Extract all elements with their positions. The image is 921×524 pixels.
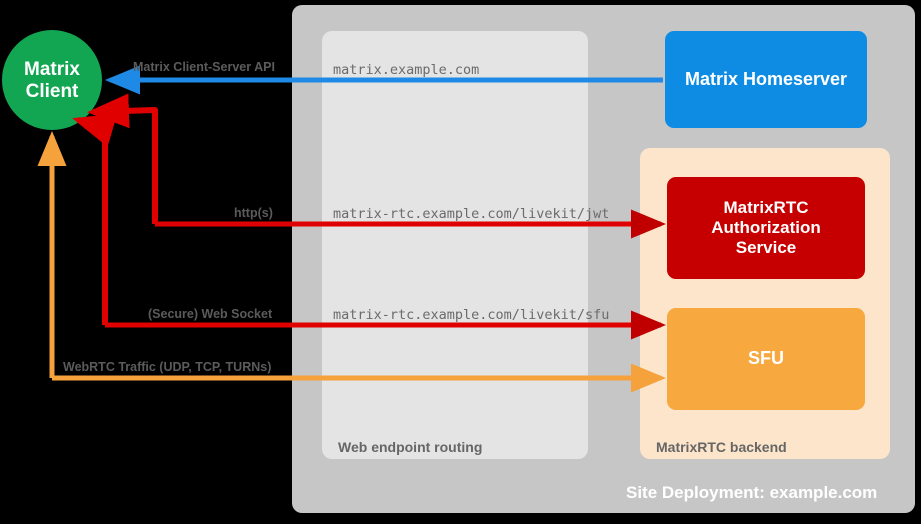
connection-https-return [87,93,158,224]
endpoint-label-jwt: matrix-rtc.example.com/livekit/jwt [333,206,610,222]
connection-label-https: http(s) [234,206,273,220]
group-label-web-endpoint-routing: Web endpoint routing [338,439,483,455]
connection-label-webrtc-traffic: WebRTC Traffic (UDP, TCP, TURNs) [63,360,272,374]
endpoint-label-sfu: matrix-rtc.example.com/livekit/sfu [333,307,610,323]
matrix-homeserver-node[interactable] [665,31,867,128]
web-endpoint-routing-panel [322,31,588,459]
matrix-client-node[interactable] [2,30,102,130]
matrixrtc-authorization-service-node[interactable] [667,177,865,279]
connection-label-web-socket: (Secure) Web Socket [148,307,273,321]
group-label-matrixrtc-backend: MatrixRTC backend [656,439,787,455]
site-deployment-title: Site Deployment: example.com [626,483,878,502]
connection-label-client-server-api: Matrix Client-Server API [133,60,275,74]
sfu-node[interactable] [667,308,865,410]
connection-websocket-return [72,113,118,325]
endpoint-label-homeserver: matrix.example.com [333,62,480,78]
